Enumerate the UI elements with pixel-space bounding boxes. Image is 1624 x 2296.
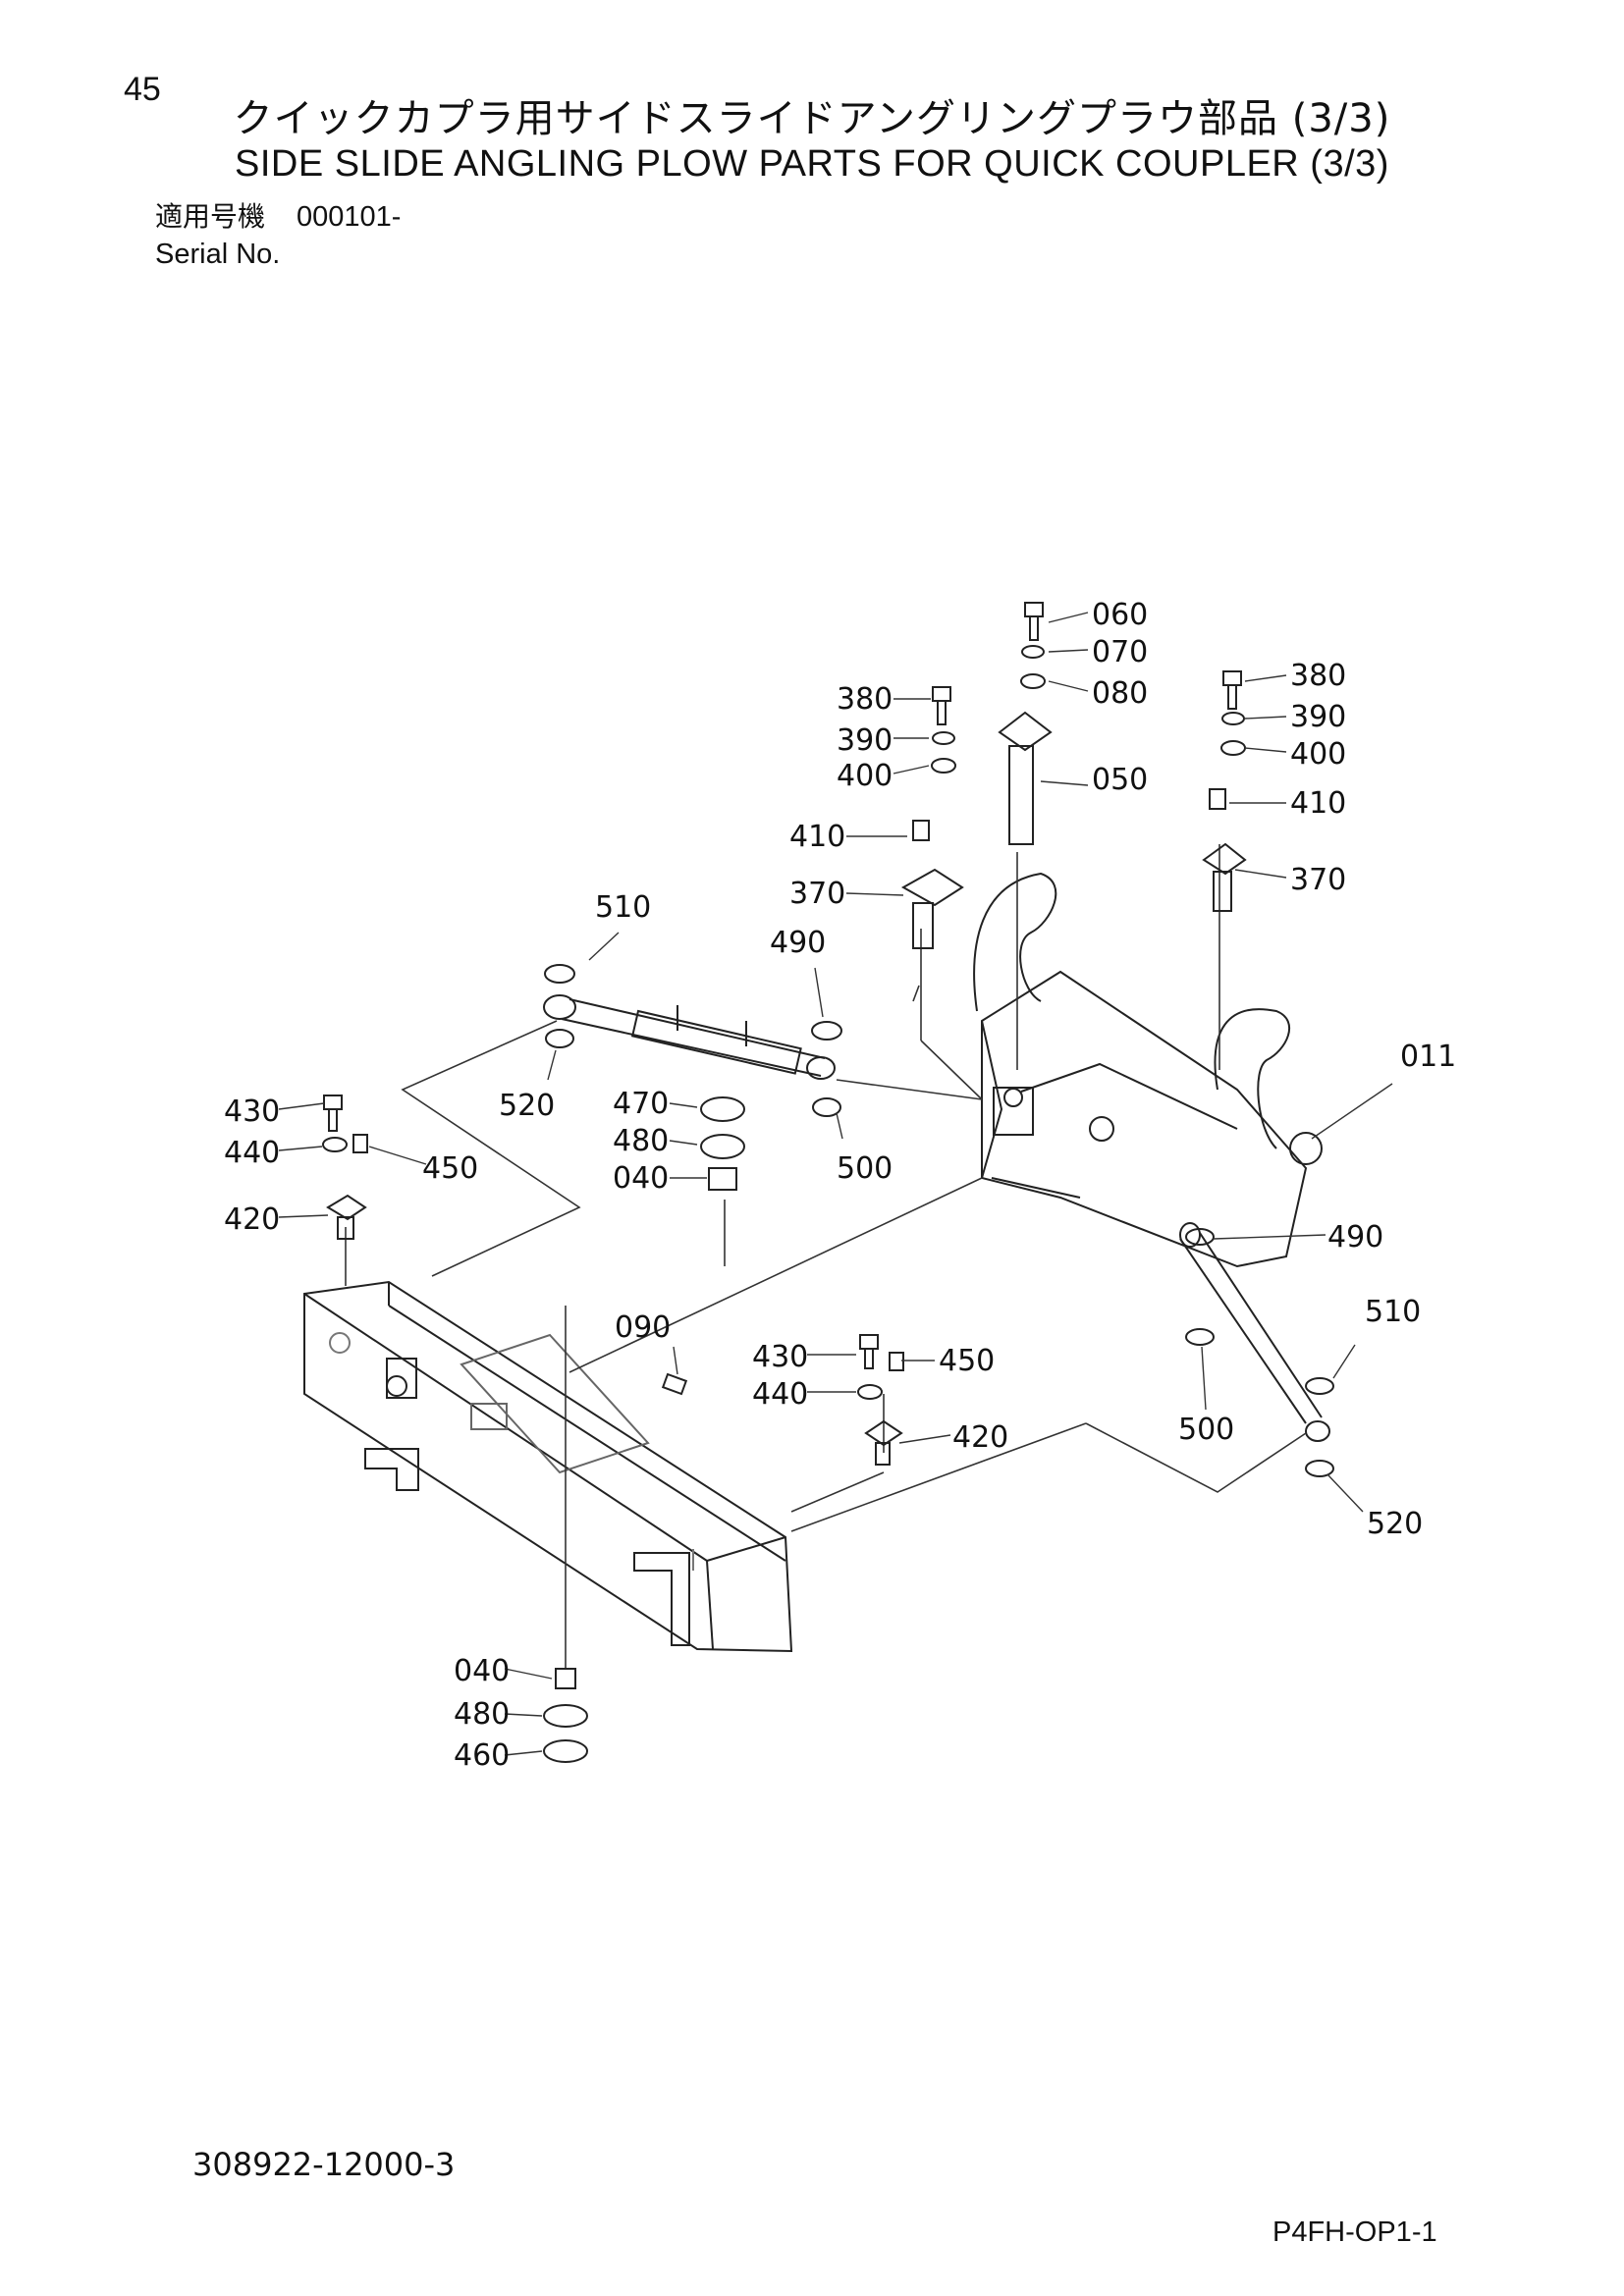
callout-490-right: 490 bbox=[1327, 1220, 1383, 1255]
callout-050: 050 bbox=[1092, 763, 1148, 797]
callout-470: 470 bbox=[613, 1087, 669, 1121]
callout-370-right: 370 bbox=[1290, 863, 1346, 897]
callout-080: 080 bbox=[1092, 676, 1148, 711]
pin-420-left bbox=[326, 1194, 367, 1240]
callout-450-right: 450 bbox=[939, 1344, 995, 1378]
pin-370-left bbox=[900, 868, 964, 949]
callout-090: 090 bbox=[615, 1310, 671, 1345]
callout-450-left: 450 bbox=[422, 1151, 478, 1186]
callout-400-left: 400 bbox=[837, 759, 893, 793]
fitting-090 bbox=[661, 1372, 688, 1396]
callout-510-left: 510 bbox=[595, 890, 651, 925]
callout-440-left: 440 bbox=[224, 1136, 280, 1170]
callout-460: 460 bbox=[454, 1738, 510, 1773]
callout-390-left: 390 bbox=[837, 723, 893, 758]
callout-011: 011 bbox=[1400, 1040, 1456, 1074]
callout-040-upper: 040 bbox=[613, 1161, 669, 1196]
callout-480-lower: 480 bbox=[454, 1697, 510, 1732]
plow-blade bbox=[303, 1280, 793, 1653]
callout-400-right: 400 bbox=[1290, 737, 1346, 772]
page-title-japanese: クイックカプラ用サイドスライドアングリングプラウ部品 (3/3) bbox=[233, 96, 1391, 141]
serial-label-japanese: 適用号機 bbox=[155, 200, 266, 233]
callout-500-left: 500 bbox=[837, 1151, 893, 1186]
callout-430-left: 430 bbox=[224, 1095, 280, 1129]
bolt-430-right bbox=[859, 1334, 879, 1369]
callout-070: 070 bbox=[1092, 635, 1148, 669]
callout-380-left: 380 bbox=[837, 682, 893, 717]
callout-440-right: 440 bbox=[752, 1377, 808, 1412]
pin-420-right bbox=[864, 1419, 903, 1466]
bolt-430-left bbox=[323, 1095, 343, 1132]
hydraulic-cylinder-left bbox=[543, 994, 836, 1080]
page-number: 45 bbox=[124, 71, 161, 108]
callout-490-left: 490 bbox=[770, 926, 826, 960]
callout-510-right: 510 bbox=[1365, 1295, 1421, 1329]
serial-label-english: Serial No. bbox=[155, 239, 281, 270]
callout-410-left: 410 bbox=[789, 820, 845, 854]
pin-370-right bbox=[1202, 842, 1247, 912]
assembly-lines bbox=[345, 844, 1307, 1669]
callout-420-left: 420 bbox=[224, 1202, 280, 1237]
document-number: 308922-12000-3 bbox=[192, 2146, 456, 2183]
serial-block: 適用号機 000101- Serial No. bbox=[155, 198, 401, 273]
pin-050 bbox=[998, 711, 1053, 845]
callout-labels: 060 070 080 050 380 390 400 410 370 380 … bbox=[224, 598, 1456, 1773]
hydraulic-cylinder-right bbox=[1179, 1222, 1330, 1442]
sheet-code: P4FH-OP1-1 bbox=[1272, 2216, 1437, 2248]
callout-380-right: 380 bbox=[1290, 659, 1346, 693]
page-title-english: SIDE SLIDE ANGLING PLOW PARTS FOR QUICK … bbox=[235, 143, 1389, 185]
callout-leaders bbox=[278, 612, 1393, 1756]
serial-value: 000101- bbox=[297, 201, 402, 233]
callout-520-left: 520 bbox=[499, 1089, 555, 1123]
callout-390-right: 390 bbox=[1290, 700, 1346, 734]
bolt-380-left bbox=[932, 686, 951, 725]
grease-fitting-410-left bbox=[912, 820, 930, 841]
diagram-linework bbox=[278, 602, 1393, 1763]
callout-500-right: 500 bbox=[1178, 1413, 1234, 1447]
callout-040-lower: 040 bbox=[454, 1654, 510, 1688]
callout-520-right: 520 bbox=[1367, 1507, 1423, 1541]
bolt-380-right bbox=[1222, 670, 1242, 710]
coupler-frame bbox=[973, 872, 1323, 1268]
callout-370-left: 370 bbox=[789, 877, 845, 911]
bolt-060 bbox=[1024, 602, 1044, 641]
callout-430-right: 430 bbox=[752, 1340, 808, 1374]
callout-410-right: 410 bbox=[1290, 786, 1346, 821]
grease-fitting-410-right bbox=[1209, 788, 1226, 810]
callout-060: 060 bbox=[1092, 598, 1148, 632]
callout-480-upper: 480 bbox=[613, 1124, 669, 1158]
callout-420-right: 420 bbox=[952, 1420, 1008, 1455]
hardware-parts bbox=[322, 602, 1334, 1763]
